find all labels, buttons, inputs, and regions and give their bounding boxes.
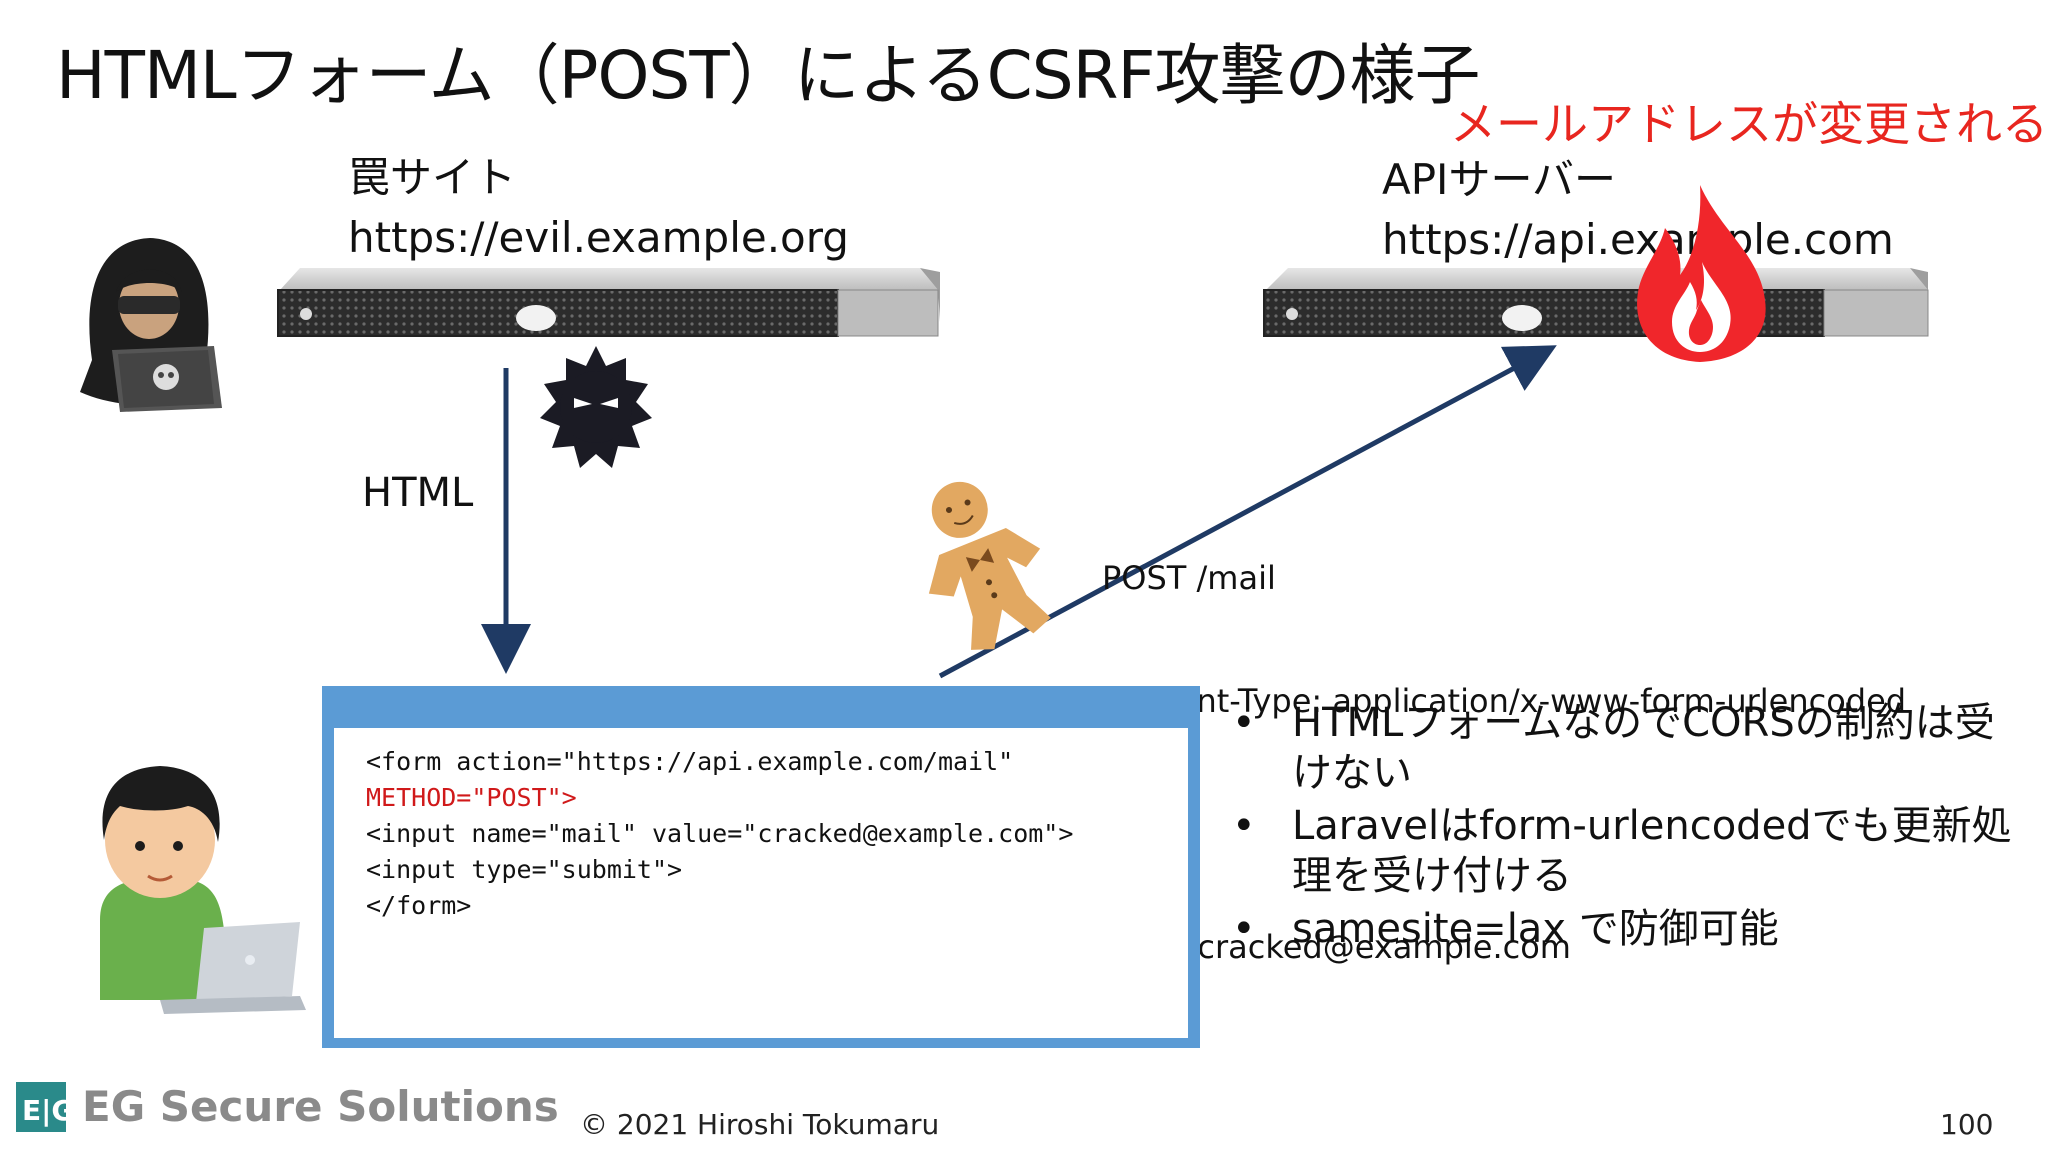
api-server-label: APIサーバー https://api.example.com [1382, 150, 1894, 270]
fire-icon [1637, 185, 1766, 362]
bullet-list: • HTMLフォームなのでCORSの制約は受けない • Laravelはform… [1232, 698, 2022, 957]
user-icon [100, 766, 306, 1014]
copyright: © 2021 Hiroshi Tokumaru [580, 1108, 940, 1141]
trap-site-server-icon [277, 268, 940, 337]
bullet-text: HTMLフォームなのでCORSの制約は受けない [1292, 700, 1995, 796]
code-line-2: METHOD="POST"> [366, 783, 577, 812]
request-line-1: POST /mail [1102, 559, 1276, 597]
page-title: HTMLフォーム（POST）によるCSRF攻撃の様子 [56, 37, 1480, 114]
request-line-2: Content-Type: application/x-www-form-url… [1102, 682, 1907, 720]
code-line-5: </form> [366, 891, 472, 920]
api-server-icon [1263, 268, 1929, 337]
form-code: <form action="https://api.example.com/ma… [366, 744, 1073, 924]
trap-site-name: 罠サイト [348, 153, 517, 202]
api-server-name: APIサーバー [1382, 155, 1617, 204]
trap-site-label: 罠サイト https://evil.example.org [348, 148, 849, 268]
trap-site-url: https://evil.example.org [348, 213, 849, 262]
html-label: HTML [362, 470, 474, 516]
eg-logo-icon: E|G [16, 1082, 74, 1132]
browser-window: <form action="https://api.example.com/ma… [322, 686, 1200, 1048]
code-line-1: <form action="https://api.example.com/ma… [366, 747, 1014, 776]
virus-icon [540, 346, 652, 468]
page-number: 100 [1940, 1108, 1994, 1141]
bullet-dot: • [1232, 803, 1256, 849]
bullet-item: • samesite=lax で防御可能 [1232, 904, 2022, 954]
code-line-4: <input type="submit"> [366, 855, 683, 884]
bullet-text: samesite=lax で防御可能 [1292, 906, 1779, 952]
bullet-text: Laravelはform-urlencodedでも更新処理を受け付ける [1292, 803, 2012, 899]
bullet-item: • HTMLフォームなのでCORSの制約は受けない [1232, 698, 2022, 798]
company-name: EG Secure Solutions [82, 1082, 559, 1131]
cookie-icon [928, 481, 1051, 650]
email-changed-note: メールアドレスが変更される [1450, 97, 2048, 151]
bullet-dot: • [1232, 700, 1256, 746]
bullet-dot: • [1232, 906, 1256, 952]
api-server-url: https://api.example.com [1382, 215, 1894, 264]
bullet-item: • Laravelはform-urlencodedでも更新処理を受け付ける [1232, 801, 2022, 901]
code-line-3: <input name="mail" value="cracked@exampl… [366, 819, 1074, 848]
svg-text:E|G: E|G [22, 1094, 74, 1127]
browser-window-content [334, 728, 1188, 1038]
hacker-icon [80, 238, 222, 412]
